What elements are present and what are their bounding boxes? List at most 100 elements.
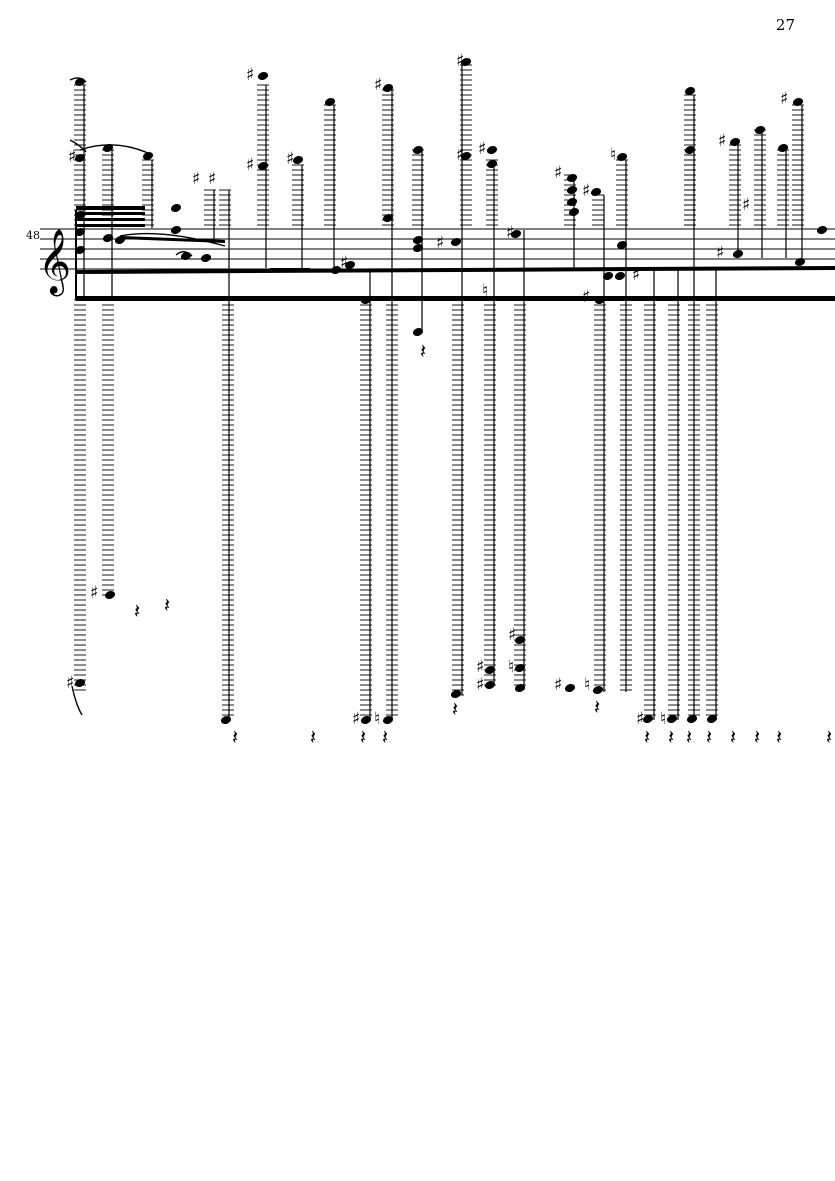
notehead xyxy=(484,681,496,689)
notehead xyxy=(142,152,154,160)
notehead xyxy=(754,126,766,134)
sharp-icon: ♯ xyxy=(208,169,216,189)
notehead xyxy=(592,686,604,694)
notehead xyxy=(292,156,304,164)
notehead xyxy=(74,246,86,254)
notehead xyxy=(684,87,696,95)
natural-icon: ♮ xyxy=(610,145,616,165)
notehead xyxy=(594,296,606,304)
notehead xyxy=(412,236,424,244)
sharp-icon: ♯ xyxy=(246,65,254,85)
notehead xyxy=(412,328,424,336)
sharp-icon: ♯ xyxy=(508,625,516,645)
notehead xyxy=(412,244,424,252)
notehead xyxy=(486,146,498,154)
rest-icon: 𝄽 xyxy=(594,695,600,719)
notehead xyxy=(566,186,578,194)
notehead xyxy=(666,715,678,723)
notehead xyxy=(102,144,114,152)
notehead xyxy=(74,228,86,236)
rest-icon: 𝄽 xyxy=(452,697,458,721)
sharp-icon: ♯ xyxy=(66,673,74,693)
notehead xyxy=(412,146,424,154)
noteheads xyxy=(74,58,828,724)
sharp-icon: ♯ xyxy=(456,145,464,165)
notehead xyxy=(344,261,356,269)
notehead xyxy=(220,716,232,724)
rest-icon: 𝄽 xyxy=(644,725,650,749)
notehead xyxy=(74,78,86,86)
sharp-icon: ♯ xyxy=(478,139,486,159)
notehead xyxy=(484,666,496,674)
notehead xyxy=(200,254,212,262)
sharp-icon: ♯ xyxy=(340,253,348,273)
sharp-icon: ♯ xyxy=(582,287,590,307)
notehead xyxy=(104,591,116,599)
sharp-icon: ♯ xyxy=(742,195,750,215)
notehead xyxy=(360,716,372,724)
page-number: 27 xyxy=(775,16,795,34)
sharp-icon: ♯ xyxy=(436,233,444,253)
notehead xyxy=(114,236,126,244)
rest-icon: 𝄽 xyxy=(826,725,832,749)
sharp-icon: ♯ xyxy=(476,675,484,695)
notehead xyxy=(706,715,718,723)
notehead xyxy=(777,144,789,152)
notehead xyxy=(510,230,522,238)
rest-icon: 𝄽 xyxy=(776,725,782,749)
natural-icon: ♮ xyxy=(660,709,666,729)
notehead xyxy=(616,241,628,249)
notehead xyxy=(74,679,86,687)
sharp-icon: ♯ xyxy=(582,181,590,201)
rest-icon: 𝄽 xyxy=(164,593,170,617)
notehead xyxy=(382,84,394,92)
notehead xyxy=(330,266,342,274)
notehead xyxy=(616,153,628,161)
sharp-icon: ♯ xyxy=(636,709,644,729)
notehead xyxy=(794,258,806,266)
sharp-icon: ♯ xyxy=(554,675,562,695)
rest-icon: 𝄽 xyxy=(754,725,760,749)
sharp-icon: ♯ xyxy=(506,223,514,243)
sharp-icon: ♯ xyxy=(352,709,360,729)
notehead xyxy=(590,188,602,196)
rest-icon: 𝄽 xyxy=(706,725,712,749)
notehead xyxy=(566,174,578,182)
notehead xyxy=(460,152,472,160)
rest-icon: 𝄽 xyxy=(668,725,674,749)
notehead xyxy=(514,664,526,672)
sharp-icon: ♯ xyxy=(554,163,562,183)
natural-icon: ♮ xyxy=(584,675,590,695)
sharp-icon: ♯ xyxy=(374,75,382,95)
notehead xyxy=(602,272,614,280)
rest-icon: 𝄽 xyxy=(686,725,692,749)
notehead xyxy=(257,72,269,80)
notehead xyxy=(74,154,86,162)
notehead xyxy=(450,238,462,246)
notehead xyxy=(684,146,696,154)
sharp-icon: ♯ xyxy=(476,657,484,677)
accidentals: ♯♯♯♯♯♯♯♯♯♯♯♯♯♯♮♯♯♯♯♯♯♯♯♮♯♯♯♮♯♮♯♮♮♯♯ xyxy=(66,51,788,729)
rest-icon: 𝄽 xyxy=(310,725,316,749)
rest-icon: 𝄽 xyxy=(134,599,140,623)
sharp-icon: ♯ xyxy=(68,147,76,167)
notehead xyxy=(170,226,182,234)
measure-number: 48 xyxy=(26,229,40,242)
sharp-icon: ♯ xyxy=(246,155,254,175)
sharp-icon: ♯ xyxy=(716,243,724,263)
notehead xyxy=(514,636,526,644)
notehead xyxy=(74,211,86,219)
notehead xyxy=(614,272,626,280)
rest-icon: 𝄽 xyxy=(360,725,366,749)
natural-icon: ♮ xyxy=(374,709,380,729)
slurs xyxy=(69,77,226,716)
natural-icon: ♮ xyxy=(482,281,488,301)
notehead xyxy=(460,58,472,66)
notehead xyxy=(514,684,526,692)
notehead xyxy=(686,715,698,723)
natural-icon: ♮ xyxy=(508,657,514,677)
notehead xyxy=(382,716,394,724)
notehead xyxy=(102,234,114,242)
notehead xyxy=(566,198,578,206)
